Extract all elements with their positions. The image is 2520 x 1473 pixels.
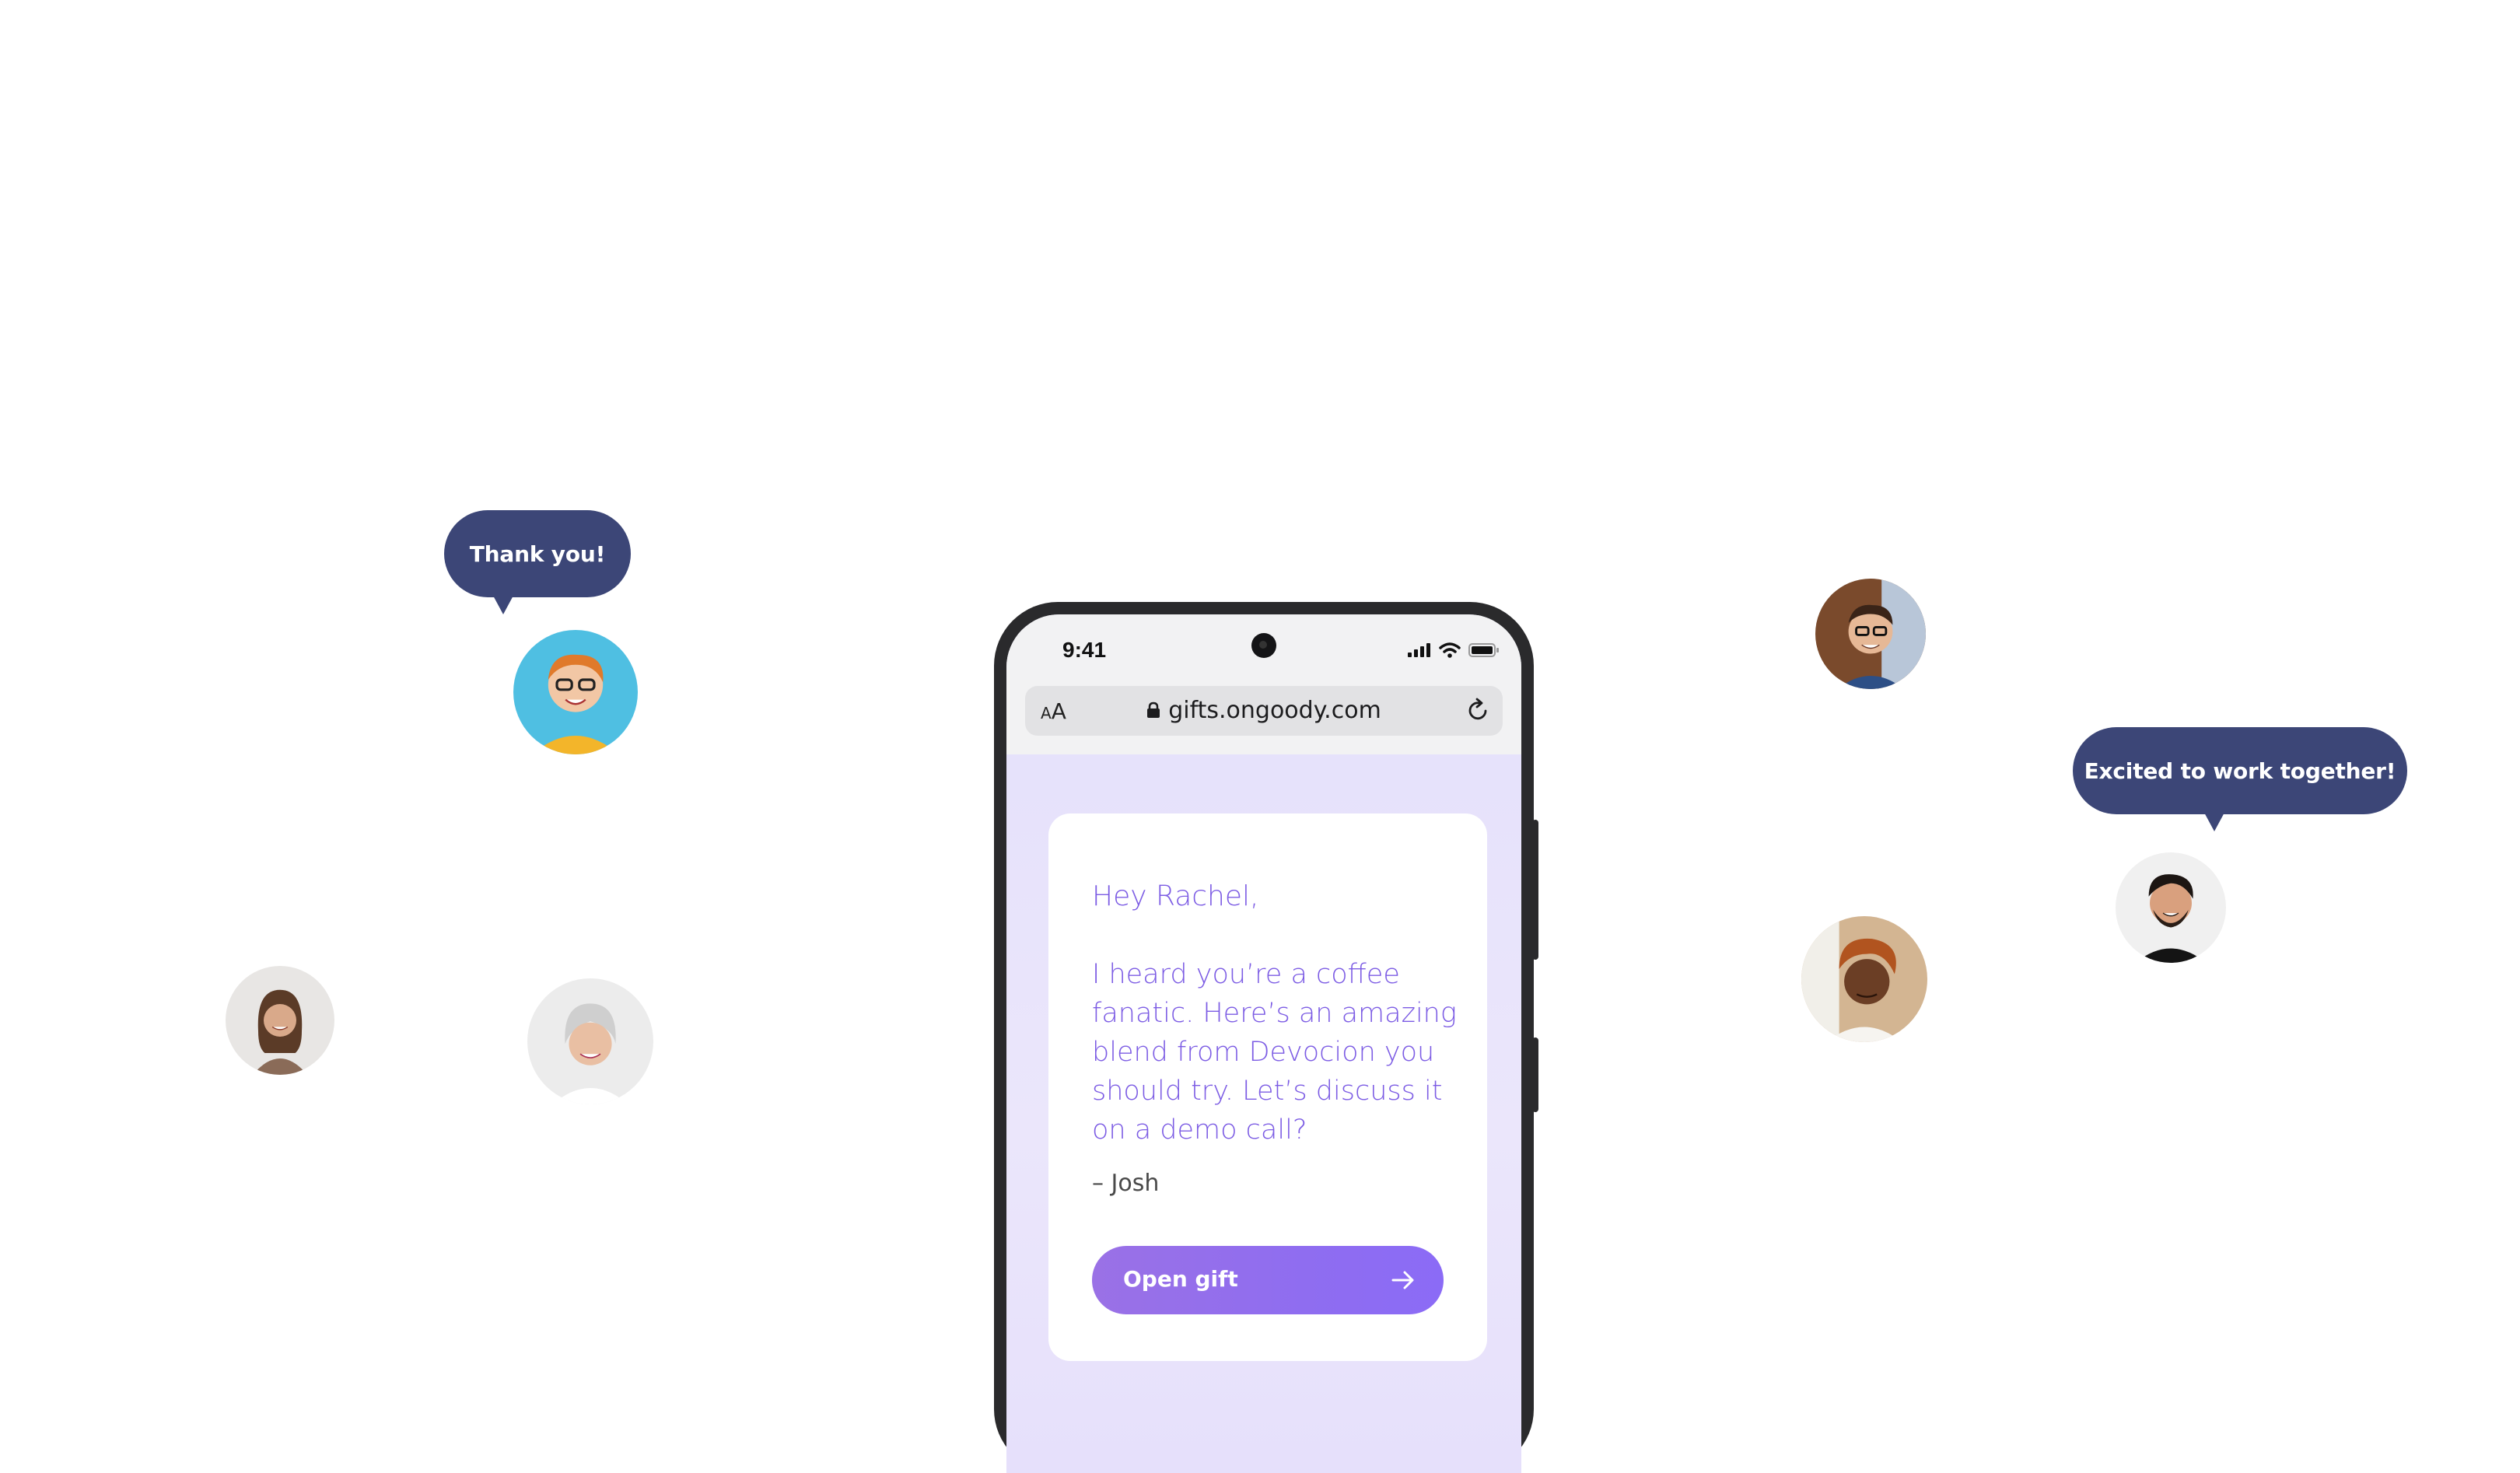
browser-toolbar: AA gifts.ongoody.com	[1006, 681, 1521, 754]
phone-screen: 9:41	[1006, 614, 1521, 1473]
status-time: 9:41	[1062, 638, 1107, 662]
avatar	[226, 966, 334, 1075]
open-gift-label: Open gift	[1123, 1266, 1238, 1292]
avatar	[1815, 579, 1926, 689]
url-text: gifts.ongoody.com	[1168, 697, 1381, 724]
open-gift-button[interactable]: Open gift	[1092, 1246, 1444, 1314]
speech-bubble-excited: Excited to work together!	[2073, 727, 2407, 831]
avatar	[2116, 852, 2226, 963]
phone-mockup: 9:41	[994, 602, 1538, 1473]
wifi-icon	[1439, 642, 1461, 662]
reload-icon[interactable]	[1465, 697, 1490, 727]
text-size-button[interactable]: AA	[1041, 698, 1066, 724]
status-icons	[1408, 642, 1500, 662]
avatar	[513, 630, 638, 754]
speech-bubble-thank-you: Thank you!	[444, 510, 631, 614]
front-camera	[1251, 633, 1276, 658]
gift-message-card: Hey Rachel, I heard you’re a coffee fana…	[1048, 813, 1487, 1361]
url-field[interactable]: gifts.ongoody.com	[1025, 697, 1503, 725]
signal-icon	[1408, 643, 1431, 661]
lock-icon	[1146, 698, 1160, 725]
message-text: I heard you’re a coffee fanatic. Here’s …	[1092, 959, 1457, 1146]
avatar	[1801, 916, 1927, 1042]
greeting-text: Hey Rachel,	[1092, 880, 1259, 912]
speech-bubble-tail	[492, 594, 514, 614]
avatar	[527, 978, 653, 1104]
signature-text: – Josh	[1092, 1170, 1160, 1197]
phone-side-button	[1532, 820, 1538, 960]
speech-bubble-text: Excited to work together!	[2084, 757, 2396, 784]
speech-bubble-text: Thank you!	[469, 541, 606, 567]
battery-icon	[1468, 642, 1500, 662]
speech-bubble-tail	[2203, 811, 2225, 831]
status-bar: 9:41	[1006, 614, 1521, 681]
address-bar[interactable]: AA gifts.ongoody.com	[1025, 686, 1503, 736]
phone-side-button	[1532, 1037, 1538, 1112]
arrow-right-icon	[1389, 1266, 1417, 1298]
